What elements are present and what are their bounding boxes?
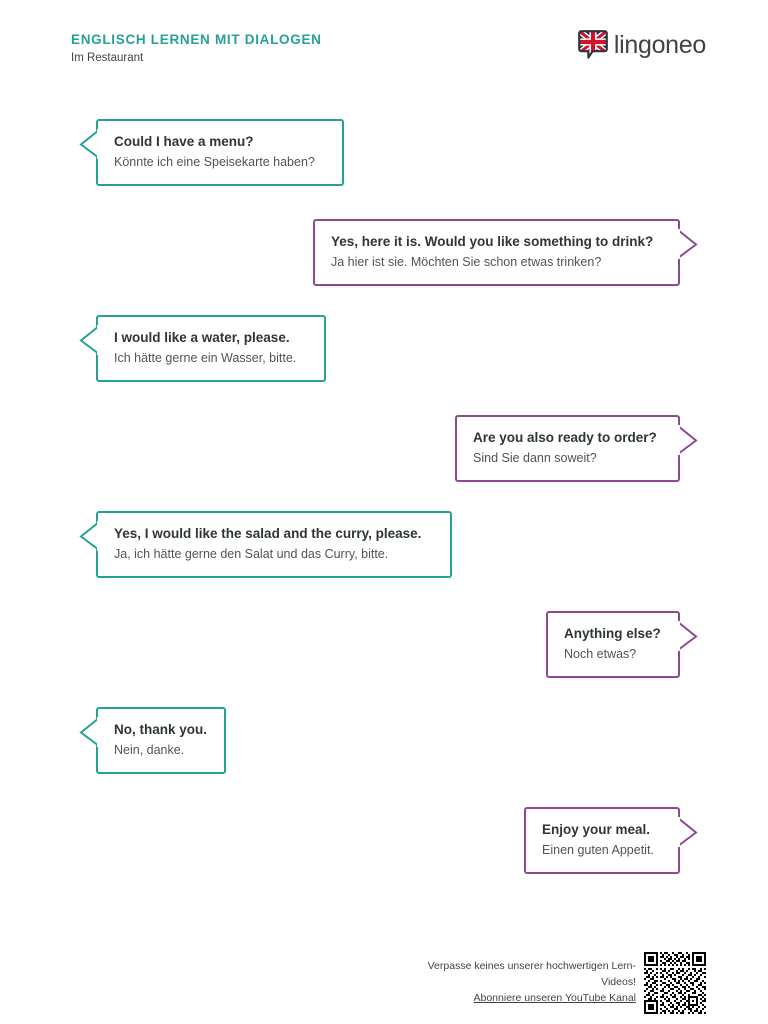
uk-flag-speech-bubble-icon xyxy=(578,30,608,60)
dialogue-line-de: Könnte ich eine Speisekarte haben? xyxy=(114,155,315,170)
dialogue-line-en: Are you also ready to order? xyxy=(473,430,657,445)
youtube-subscribe-link[interactable]: Abonniere unseren YouTube Kanal xyxy=(473,991,637,1004)
dialogue-bubble-1: Could I have a menu? Könnte ich eine Spe… xyxy=(79,119,344,187)
dialogue-line-en: No, thank you. xyxy=(114,722,208,737)
dialogue-line-de: Ich hätte gerne ein Wasser, bitte. xyxy=(114,351,297,366)
page-footer: Verpasse keines unserer hochwertigen Ler… xyxy=(0,938,768,1018)
dialogue-line-de: Noch etwas? xyxy=(564,647,637,662)
bubble-tail-left-icon xyxy=(79,715,100,749)
dialogue-line-de: Ja, ich hätte gerne den Salat und das Cu… xyxy=(114,547,389,562)
footer-promo-line1: Verpasse keines unserer hochwertigen Ler… xyxy=(427,960,636,973)
bubble-tail-right-icon xyxy=(677,619,698,653)
dialogue-bubble-4: Are you also ready to order? Sind Sie da… xyxy=(455,415,698,483)
footer-promo: Verpasse keines unserer hochwertigen Ler… xyxy=(428,952,706,1014)
dialogue-line-de: Einen guten Appetit. xyxy=(542,843,654,858)
lingoneo-logo: lingoneo xyxy=(578,30,706,60)
dialogue-line-de: Nein, danke. xyxy=(114,743,185,758)
page-subtitle: Im Restaurant xyxy=(71,52,144,64)
dialogue-line-de: Ja hier ist sie. Möchten Sie schon etwas… xyxy=(331,255,602,270)
dialogue-bubble-2: Yes, here it is. Would you like somethin… xyxy=(313,219,698,287)
bubble-tail-right-icon xyxy=(677,227,698,261)
dialogue-line-en: Anything else? xyxy=(564,626,661,641)
bubble-tail-left-icon xyxy=(79,127,100,161)
footer-promo-text: Verpasse keines unserer hochwertigen Ler… xyxy=(428,959,636,1006)
logo-wordmark: lingoneo xyxy=(613,30,706,59)
dialogue-line-en: Yes, here it is. Would you like somethin… xyxy=(331,234,654,249)
bubble-tail-left-icon xyxy=(79,519,100,553)
dialogue-line-en: Could I have a menu? xyxy=(114,134,254,149)
dialogue-line-en: Enjoy your meal. xyxy=(542,822,651,837)
dialogue-line-en: Yes, I would like the salad and the curr… xyxy=(114,526,422,541)
qr-code-icon[interactable] xyxy=(644,952,706,1014)
page-header: ENGLISCH LERNEN MIT DIALOGEN Im Restaura… xyxy=(0,0,768,90)
dialogue-bubble-3: I would like a water, please. Ich hätte … xyxy=(79,315,326,383)
bubble-tail-left-icon xyxy=(79,323,100,357)
dialogue-bubble-5: Yes, I would like the salad and the curr… xyxy=(79,511,452,579)
dialogue-bubble-8: Enjoy your meal. Einen guten Appetit. xyxy=(524,807,698,875)
bubble-tail-right-icon xyxy=(677,423,698,457)
dialogue-bubble-6: Anything else? Noch etwas? xyxy=(546,611,698,679)
dialogue-line-de: Sind Sie dann soweit? xyxy=(473,451,597,466)
page-title: ENGLISCH LERNEN MIT DIALOGEN xyxy=(71,32,322,47)
footer-promo-line2: Videos! xyxy=(601,976,636,989)
dialogue-line-en: I would like a water, please. xyxy=(114,330,290,345)
bubble-tail-right-icon xyxy=(677,815,698,849)
dialogue-bubble-7: No, thank you. Nein, danke. xyxy=(79,707,226,775)
